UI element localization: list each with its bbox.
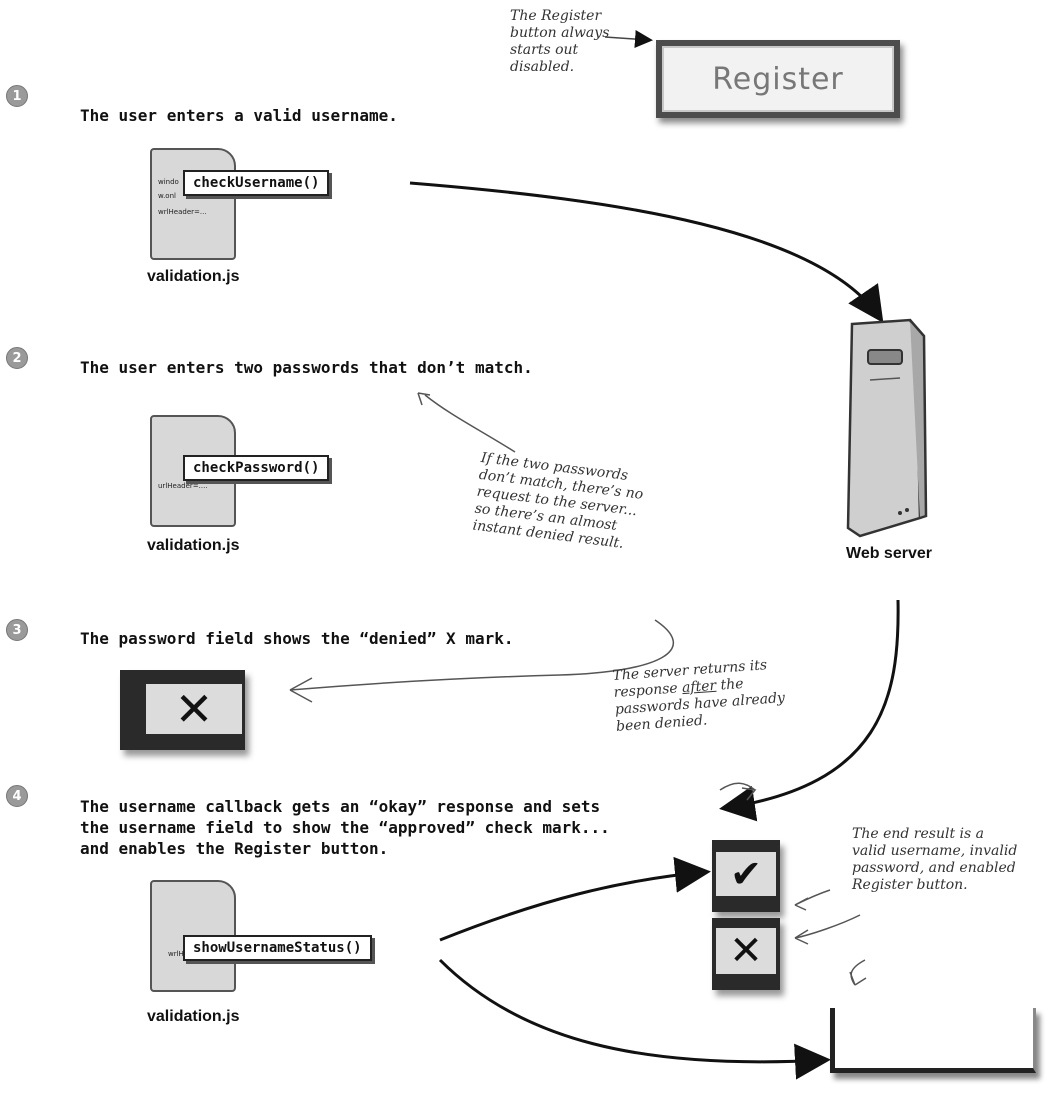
func-check-password: checkPassword() <box>183 455 330 481</box>
step-3-badge: 3 <box>6 619 28 641</box>
check-mark-icon: ✔ <box>730 852 762 896</box>
step-4-badge: 4 <box>6 785 28 807</box>
step-4-text-line1: The username callback gets an “okay” res… <box>80 797 601 816</box>
step-2-text: The user enters two passwords that don’t… <box>80 358 533 377</box>
register-button: Register <box>656 40 900 118</box>
file-label: validation.js <box>147 268 240 285</box>
arrow-server-to-callback <box>719 599 900 822</box>
note-arrow-register <box>604 30 653 48</box>
step-2-badge: 2 <box>6 347 28 369</box>
register-button-enabled <box>830 1008 1036 1073</box>
password-status-denied: ✕ <box>120 670 245 750</box>
register-button-label: Register <box>662 46 894 112</box>
note-end-result: The end result is a valid username, inva… <box>852 826 1018 893</box>
x-mark-icon: ✕ <box>174 682 214 736</box>
web-server-label: Web server <box>846 545 932 562</box>
note-server-after: The server returns its response after th… <box>612 657 786 735</box>
web-server-icon <box>840 318 928 540</box>
note-register-disabled: The Register button always starts out di… <box>510 8 610 75</box>
step-1-text: The user enters a valid username. <box>80 106 398 125</box>
arrow-checkusername-to-server <box>409 181 884 323</box>
x-mark-icon: ✕ <box>729 928 763 974</box>
validation-js-file-icon: windo w.onl wrlHeader=... <box>150 148 236 260</box>
password-status-denied-final: ✕ <box>712 918 780 990</box>
note-arrow-denied <box>289 619 675 691</box>
func-check-username: checkUsername() <box>183 170 330 196</box>
step-4-text-line3: and enables the Register button. <box>80 839 389 858</box>
step-3-text: The password field shows the “denied” X … <box>80 629 514 648</box>
arrow-status-to-check <box>439 856 711 942</box>
username-status-approved: ✔ <box>712 840 780 912</box>
step-1-badge: 1 <box>6 85 28 107</box>
func-show-username-status: showUsernameStatus() <box>183 935 372 961</box>
step-4-text-line2: the username field to show the “approved… <box>80 818 610 837</box>
note-arrow-passwords <box>424 394 516 453</box>
file-label: validation.js <box>147 537 240 554</box>
arrow-status-to-register <box>438 958 831 1080</box>
file-label: validation.js <box>147 1008 240 1025</box>
